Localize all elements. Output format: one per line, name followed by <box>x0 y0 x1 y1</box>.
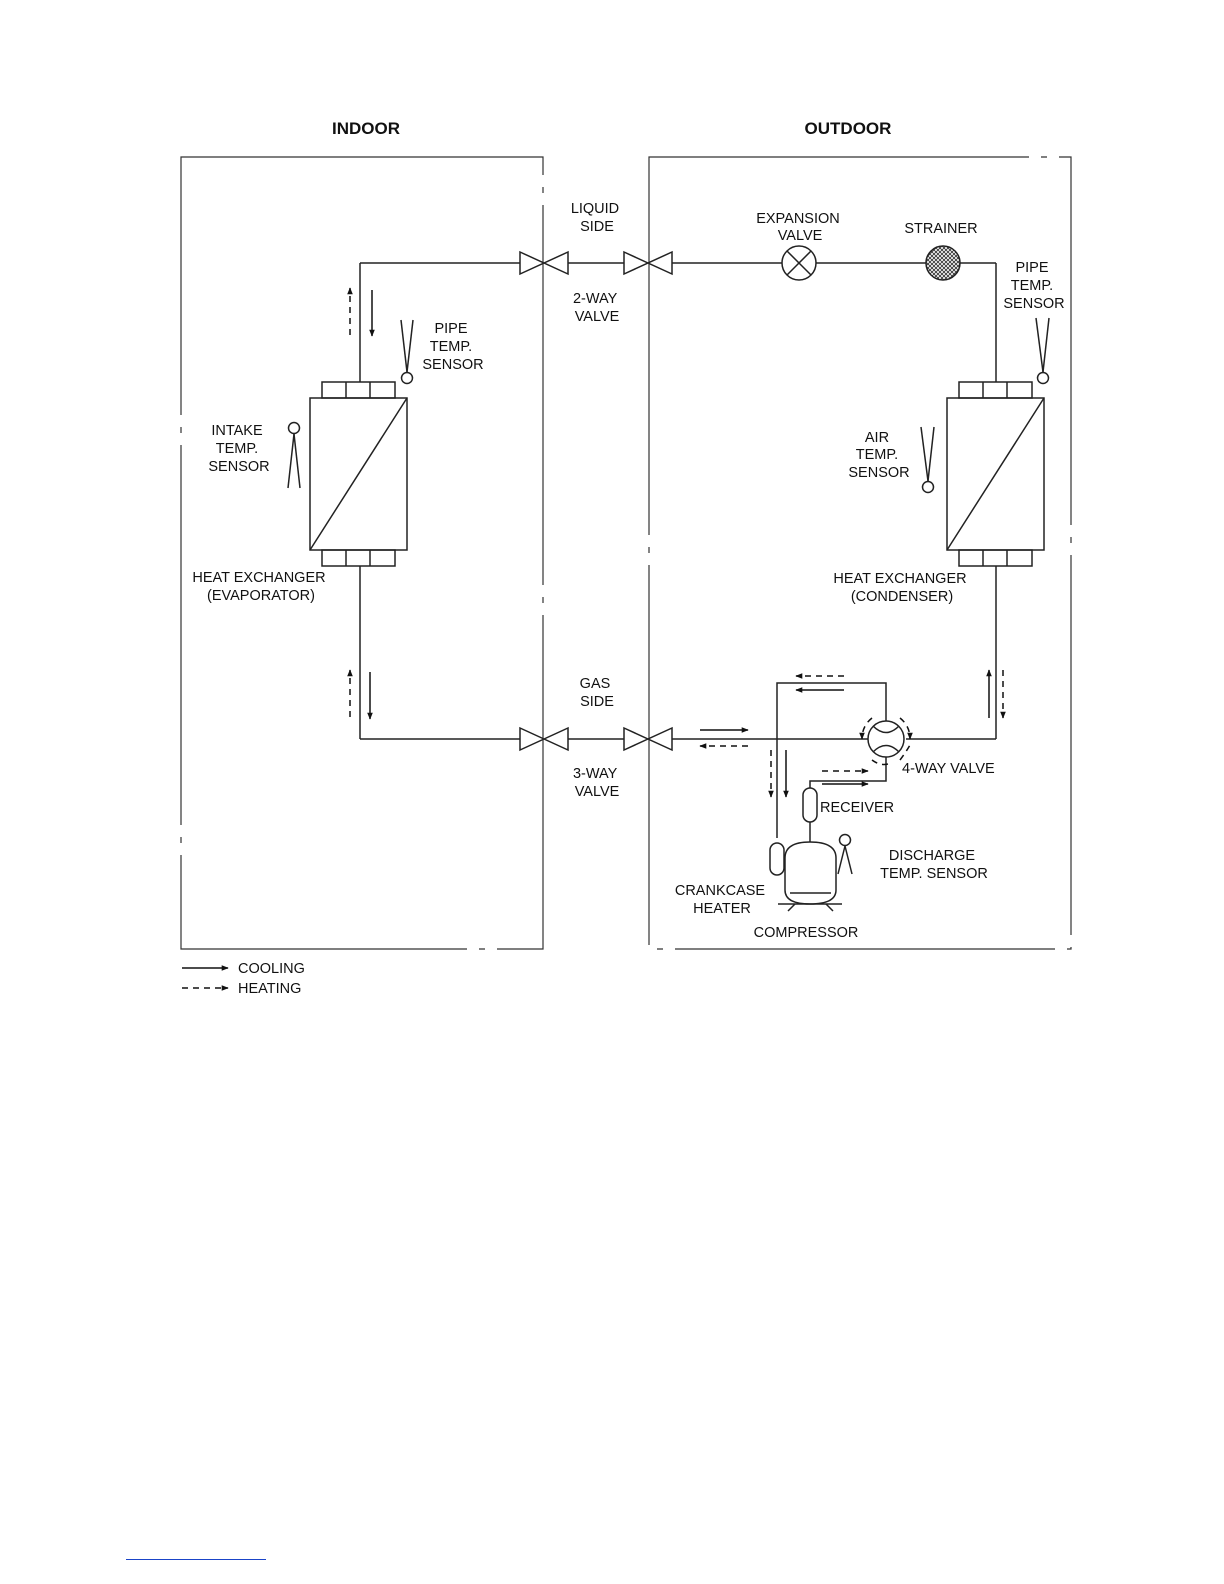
condenser-coil <box>946 381 1045 567</box>
intake-sensor-label: INTAKE TEMP. SENSOR <box>208 423 269 475</box>
strainer-symbol <box>925 245 961 281</box>
indoor-boundary <box>180 156 544 950</box>
receiver-symbol <box>802 787 818 823</box>
expansion-valve-label: EXPANSION VALVE <box>756 211 844 244</box>
compressor-label: COMPRESSOR <box>754 925 859 941</box>
crankcase-heater-label: CRANKCASE HEATER <box>675 883 769 917</box>
outdoor-header: OUTDOOR <box>805 119 892 138</box>
air-sensor-icon <box>920 426 935 494</box>
expansion-valve-symbol <box>781 245 817 281</box>
intake-sensor-icon <box>287 421 301 489</box>
gas-side-label: GAS SIDE <box>580 676 615 710</box>
outdoor-pipe-sensor-icon <box>1035 317 1050 385</box>
three-way-valve <box>623 726 673 752</box>
outdoor-pipe-sensor-label: PIPE TEMP. SENSOR <box>1003 260 1064 312</box>
discharge-sensor-label: DISCHARGE TEMP. SENSOR <box>880 848 988 882</box>
outdoor-boundary <box>648 156 1072 950</box>
legend-cooling-label: COOLING <box>238 961 305 977</box>
four-way-valve-label: 4-WAY VALVE <box>902 761 995 777</box>
receiver-label: RECEIVER <box>820 800 894 816</box>
evaporator-label: HEAT EXCHANGER (EVAPORATOR) <box>192 570 329 604</box>
legend-heating-label: HEATING <box>238 981 301 997</box>
four-way-valve-symbol <box>859 717 913 766</box>
evaporator-coil <box>309 381 408 567</box>
piping <box>359 262 997 842</box>
valve-gas-indoor <box>519 726 569 752</box>
two-way-valve <box>623 250 673 276</box>
compressor-symbol <box>778 841 842 912</box>
air-sensor-label: AIR TEMP. SENSOR <box>848 430 909 481</box>
flow-arrows <box>347 287 1006 798</box>
two-way-valve-label: 2-WAY VALVE <box>573 291 621 325</box>
footer-rule <box>126 1559 266 1560</box>
indoor-pipe-sensor-icon <box>400 319 414 385</box>
valve-liquid-indoor <box>519 250 569 276</box>
crankcase-heater-symbol <box>769 842 785 876</box>
liquid-side-label: LIQUID SIDE <box>571 201 623 235</box>
three-way-valve-label: 3-WAY VALVE <box>573 766 621 800</box>
indoor-pipe-sensor-label: PIPE TEMP. SENSOR <box>422 321 483 373</box>
indoor-header: INDOOR <box>332 119 400 138</box>
condenser-label: HEAT EXCHANGER (CONDENSER) <box>833 571 970 605</box>
strainer-label: STRAINER <box>904 221 977 237</box>
discharge-sensor-icon <box>837 833 853 875</box>
legend: COOLING HEATING <box>182 961 305 997</box>
